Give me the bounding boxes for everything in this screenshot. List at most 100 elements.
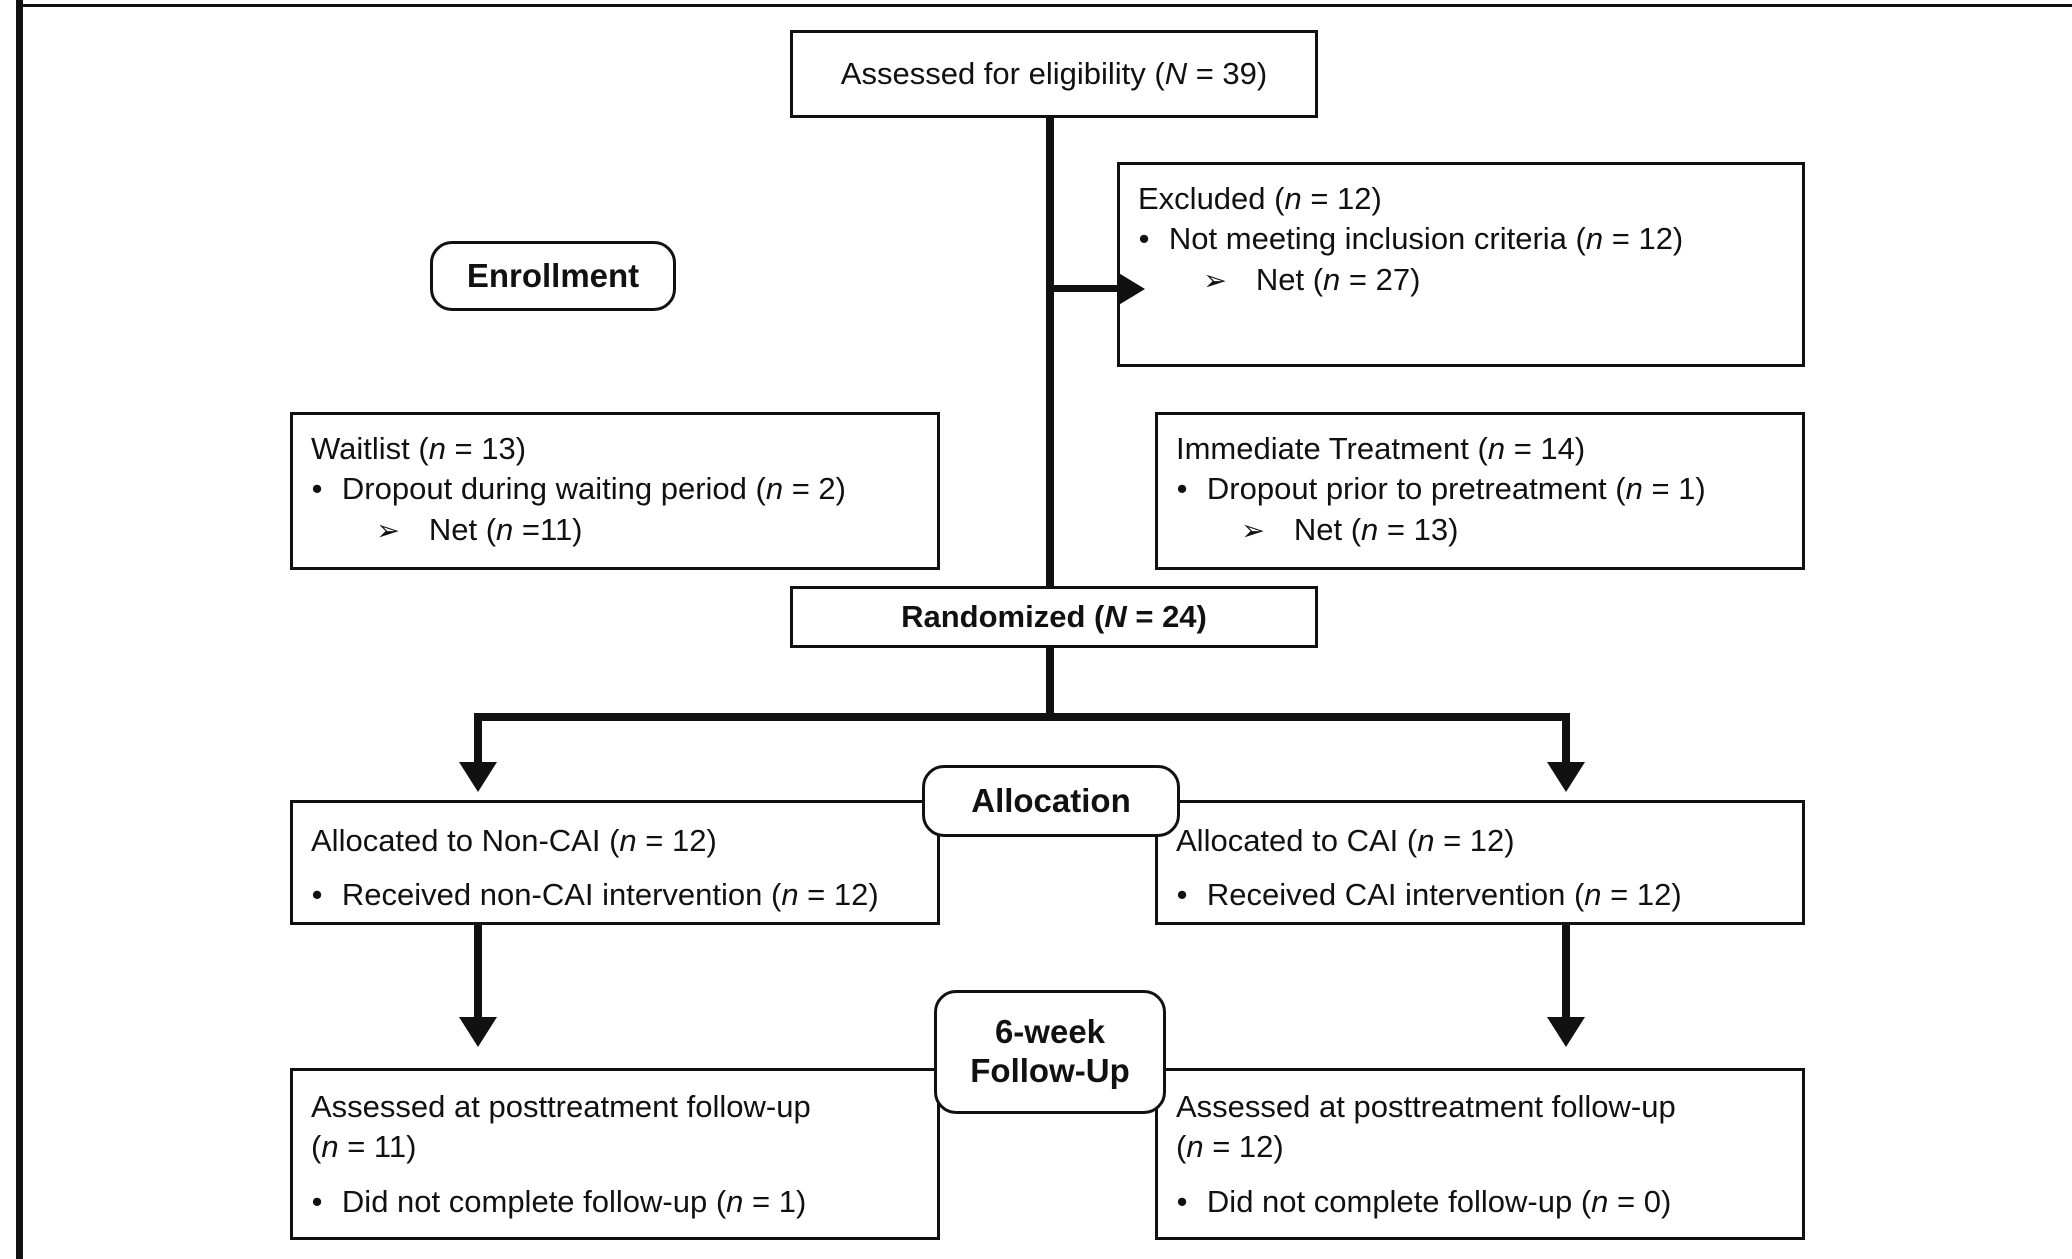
immediate-text-italic: n bbox=[1487, 431, 1506, 466]
alloc-left-received-italic: n bbox=[781, 877, 799, 913]
immediate-text-a: Immediate Treatment ( bbox=[1176, 431, 1488, 466]
alloc-left-line-2: Received non-CAI intervention (n = 12) bbox=[311, 875, 919, 915]
alloc-right-text-italic: n bbox=[1417, 823, 1435, 858]
arrow-bullet-icon: ➢ bbox=[1203, 264, 1227, 297]
alloc-right-received-a: Received CAI intervention ( bbox=[1206, 877, 1585, 913]
waitlist-net-a: Net ( bbox=[428, 511, 497, 547]
box-allocated-cai: Allocated to CAI (n = 12) Received CAI i… bbox=[1155, 800, 1805, 925]
box-randomized: Randomized (N = 24) bbox=[790, 586, 1318, 648]
followup-right-count-b: = 12) bbox=[1203, 1129, 1284, 1165]
assessed-text-a: Assessed for eligibility ( bbox=[840, 55, 1165, 91]
stage-label-followup-line2: Follow-Up bbox=[970, 1052, 1130, 1089]
alloc-right-line-2: Received CAI intervention (n = 12) bbox=[1176, 875, 1784, 915]
immediate-text-b: = 14) bbox=[1505, 431, 1586, 466]
followup-right-line-3: Did not complete follow-up (n = 0) bbox=[1176, 1182, 1784, 1222]
excluded-net-a: Net ( bbox=[1255, 261, 1324, 297]
immediate-line-3: ➢ Net (n = 13) bbox=[1176, 510, 1784, 550]
alloc-left-received-b: = 12) bbox=[798, 877, 879, 913]
randomized-line-1: Randomized (N = 24) bbox=[901, 599, 1207, 634]
followup-right-count-a: ( bbox=[1176, 1129, 1187, 1165]
excluded-net-italic: n bbox=[1323, 261, 1341, 297]
arrowhead-allocation-left bbox=[459, 762, 497, 792]
excluded-text-italic: n bbox=[1284, 181, 1302, 216]
followup-left-incomplete-a: Did not complete follow-up ( bbox=[341, 1183, 727, 1219]
followup-left-incomplete-italic: n bbox=[726, 1183, 744, 1219]
immediate-net-italic: n bbox=[1361, 511, 1379, 547]
arrowhead-followup-left bbox=[459, 1017, 497, 1047]
waitlist-net-italic: n bbox=[496, 511, 514, 547]
followup-right-line-2: (n = 12) bbox=[1176, 1127, 1784, 1167]
stage-label-followup-text: 6-week Follow-Up bbox=[970, 1013, 1129, 1091]
waitlist-net-b: =11) bbox=[513, 511, 583, 547]
immediate-dropout-italic: n bbox=[1625, 471, 1643, 507]
box-allocated-non-cai: Allocated to Non-CAI (n = 12) Received n… bbox=[290, 800, 940, 925]
connector-split-right-drop bbox=[1562, 713, 1570, 777]
connector-assessed-to-randomized bbox=[1046, 118, 1054, 586]
alloc-right-received-b: = 12) bbox=[1601, 877, 1682, 913]
immediate-dropout-a: Dropout prior to pretreatment ( bbox=[1206, 471, 1626, 507]
followup-right-incomplete-b: = 0) bbox=[1608, 1183, 1672, 1219]
excluded-text-b: = 12) bbox=[1301, 181, 1382, 216]
followup-left-count-a: ( bbox=[311, 1129, 322, 1165]
box-followup-cai: Assessed at posttreatment follow-up (n =… bbox=[1155, 1068, 1805, 1240]
randomized-text-italic: N bbox=[1104, 598, 1127, 634]
followup-right-line-1: Assessed at posttreatment follow-up bbox=[1176, 1089, 1676, 1124]
arrowhead-to-excluded bbox=[1117, 272, 1145, 306]
box-immediate-treatment: Immediate Treatment (n = 14) Dropout pri… bbox=[1155, 412, 1805, 570]
excluded-net-b: = 27) bbox=[1340, 261, 1421, 297]
immediate-net-a: Net ( bbox=[1293, 511, 1362, 547]
followup-right-incomplete-a: Did not complete follow-up ( bbox=[1206, 1183, 1592, 1219]
connector-to-excluded bbox=[1054, 285, 1127, 292]
randomized-text-a: Randomized ( bbox=[901, 598, 1105, 634]
waitlist-line-2: Dropout during waiting period (n = 2) bbox=[311, 469, 919, 509]
randomized-text-b: = 24) bbox=[1126, 598, 1207, 634]
followup-left-line-3: Did not complete follow-up (n = 1) bbox=[311, 1182, 919, 1222]
followup-right-count-italic: n bbox=[1186, 1129, 1204, 1165]
excluded-text-a: Excluded ( bbox=[1138, 181, 1285, 216]
alloc-right-text-b: = 12) bbox=[1434, 823, 1515, 858]
arrow-bullet-icon: ➢ bbox=[376, 514, 400, 547]
assessed-line-1: Assessed for eligibility (N = 39) bbox=[841, 56, 1267, 91]
immediate-net-b: = 13) bbox=[1378, 511, 1459, 547]
followup-left-count-b: = 11) bbox=[338, 1129, 417, 1165]
immediate-dropout-b: = 1) bbox=[1642, 471, 1706, 507]
alloc-left-received-a: Received non-CAI intervention ( bbox=[341, 877, 782, 913]
waitlist-text-a: Waitlist ( bbox=[311, 431, 429, 466]
stage-label-followup-line1: 6-week bbox=[994, 1013, 1106, 1051]
immediate-line-1: Immediate Treatment (n = 14) bbox=[1176, 429, 1784, 469]
assessed-text-b: = 39) bbox=[1187, 55, 1268, 91]
excluded-criteria-italic: n bbox=[1585, 221, 1604, 257]
stage-label-allocation-text: Allocation bbox=[971, 781, 1131, 819]
stage-label-followup: 6-week Follow-Up bbox=[934, 990, 1166, 1114]
waitlist-text-italic: n bbox=[428, 431, 446, 466]
box-waitlist: Waitlist (n = 13) Dropout during waiting… bbox=[290, 412, 940, 570]
connector-randomized-split-bar bbox=[474, 713, 1570, 721]
alloc-left-line-1: Allocated to Non-CAI (n = 12) bbox=[311, 821, 919, 861]
followup-left-count-italic: n bbox=[321, 1129, 339, 1165]
stage-label-enrollment: Enrollment bbox=[430, 241, 676, 311]
waitlist-text-b: = 13) bbox=[445, 431, 527, 466]
waitlist-line-3: ➢ Net (n =11) bbox=[311, 510, 919, 550]
connector-randomized-stem bbox=[1046, 648, 1054, 720]
alloc-left-text-b: = 12) bbox=[636, 823, 717, 858]
connector-left-alloc-to-followup bbox=[474, 925, 482, 1033]
assessed-text-italic: N bbox=[1164, 55, 1188, 91]
excluded-criteria-b: = 12) bbox=[1603, 221, 1684, 257]
alloc-left-text-italic: n bbox=[619, 823, 637, 858]
immediate-line-2: Dropout prior to pretreatment (n = 1) bbox=[1176, 469, 1784, 509]
page-border-left bbox=[16, 0, 23, 1259]
box-excluded: Excluded (n = 12) Not meeting inclusion … bbox=[1117, 162, 1805, 367]
arrowhead-allocation-right bbox=[1547, 762, 1585, 792]
stage-label-enrollment-text: Enrollment bbox=[466, 256, 640, 294]
waitlist-line-1: Waitlist (n = 13) bbox=[311, 429, 919, 469]
alloc-right-line-1: Allocated to CAI (n = 12) bbox=[1176, 821, 1784, 861]
arrow-bullet-icon: ➢ bbox=[1241, 514, 1265, 547]
box-assessed-for-eligibility: Assessed for eligibility (N = 39) bbox=[790, 30, 1318, 118]
connector-right-alloc-to-followup bbox=[1562, 925, 1570, 1033]
connector-split-left-drop bbox=[474, 713, 482, 777]
followup-left-line-1: Assessed at posttreatment follow-up bbox=[311, 1089, 811, 1124]
arrowhead-followup-right bbox=[1547, 1017, 1585, 1047]
followup-left-incomplete-b: = 1) bbox=[743, 1183, 807, 1219]
alloc-right-received-italic: n bbox=[1584, 877, 1602, 913]
